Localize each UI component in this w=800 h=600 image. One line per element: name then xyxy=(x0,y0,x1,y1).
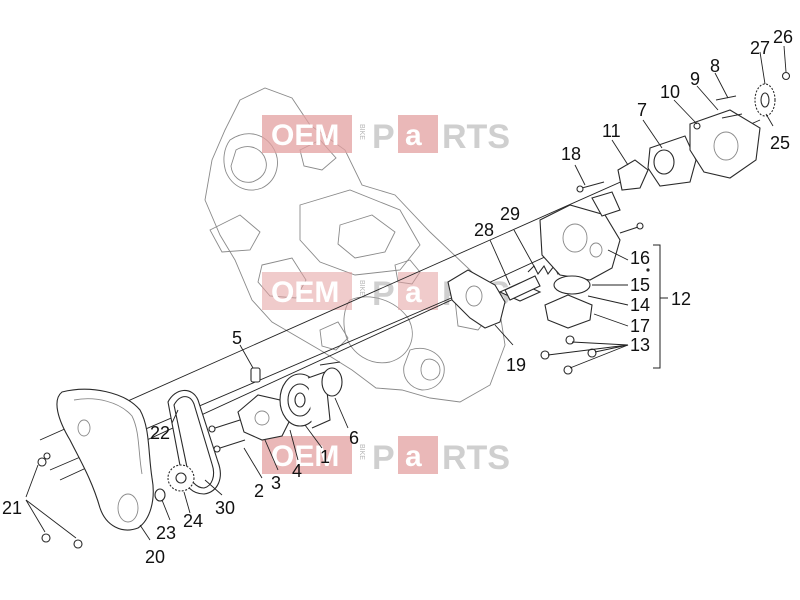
callout-11: 11 xyxy=(602,121,621,141)
chain-cover-part xyxy=(56,388,154,531)
callout-30: 30 xyxy=(215,498,235,518)
tube-part xyxy=(498,275,542,302)
watermark-p-text: P xyxy=(372,275,395,313)
callout-15: 15 xyxy=(630,275,650,295)
callout-2: 2 xyxy=(254,481,264,501)
callout-29: 29 xyxy=(500,204,520,224)
callout-17: 17 xyxy=(630,316,650,336)
housing-bolts-part xyxy=(576,181,644,234)
drive-sprocket-part xyxy=(167,464,195,492)
watermark-a-text: a xyxy=(405,440,422,473)
leader-lines xyxy=(25,45,787,541)
callout-16: 16 xyxy=(630,248,650,268)
callout-19: 19 xyxy=(506,355,526,375)
watermark-oem-text: OEM xyxy=(271,440,339,473)
oil-pump-part xyxy=(279,371,331,429)
washer-part xyxy=(154,488,166,502)
callout-23: 23 xyxy=(156,523,176,543)
watermark-rts-text: RTS xyxy=(442,439,510,477)
watermark-top: OEM BIKE P a RTS xyxy=(262,115,510,156)
bolts-part xyxy=(208,419,246,453)
housing-gasket-part xyxy=(544,294,593,329)
callout-21: 21 xyxy=(2,498,22,518)
callout-3: 3 xyxy=(271,473,281,493)
callout-4: 4 xyxy=(292,461,302,481)
watermark-bike-text: BIKE xyxy=(358,280,365,296)
callout-22: 22 xyxy=(150,423,170,443)
pin-part xyxy=(250,367,261,383)
gasket-part xyxy=(447,269,506,329)
watermark-middle: OEM BIKE P a RTS xyxy=(262,272,510,313)
callout-20: 20 xyxy=(145,547,165,567)
rear-cover-part xyxy=(689,109,761,179)
cover-bolts-part xyxy=(715,95,743,119)
gear-nut-part xyxy=(781,71,791,81)
watermark-p-text: P xyxy=(372,118,395,156)
callout-24: 24 xyxy=(183,511,203,531)
callout-14: 14 xyxy=(630,295,650,315)
callout-18: 18 xyxy=(561,144,581,164)
watermark-a-text: a xyxy=(405,276,422,309)
callout-26: 26 xyxy=(773,27,793,47)
watermark-oem-text: OEM xyxy=(271,119,339,152)
group-12-bracket xyxy=(646,244,668,369)
watermark-p-text: P xyxy=(372,439,395,477)
pump-body-part xyxy=(647,135,697,187)
pump-plate-part xyxy=(237,394,291,441)
callout-9: 9 xyxy=(690,69,700,89)
watermark-bike-text: BIKE xyxy=(358,444,365,460)
pump-cover-plate-part xyxy=(617,159,649,191)
callout-7: 7 xyxy=(637,100,647,120)
callout-8: 8 xyxy=(710,56,720,76)
callout-28: 28 xyxy=(474,220,494,240)
callout-labels: 1 2 3 4 5 6 7 8 9 10 11 12 13 14 15 16 1… xyxy=(2,27,793,567)
callout-6: 6 xyxy=(349,428,359,448)
watermark-bike-text: BIKE xyxy=(358,124,365,140)
callout-5: 5 xyxy=(232,328,242,348)
driven-gear-part xyxy=(754,83,776,117)
callout-25: 25 xyxy=(770,133,790,153)
callout-27: 27 xyxy=(750,38,770,58)
callout-1: 1 xyxy=(320,447,330,467)
watermark-oem-text: OEM xyxy=(271,276,339,309)
callout-13: 13 xyxy=(630,335,650,355)
callout-10: 10 xyxy=(660,82,680,102)
cover-screws-part xyxy=(37,452,83,549)
pump-rotor-part xyxy=(319,361,343,397)
o-ring-part xyxy=(553,275,591,295)
watermark-rts-text: RTS xyxy=(442,118,510,156)
watermark-a-text: a xyxy=(405,119,422,152)
callout-12: 12 xyxy=(671,289,691,309)
pump-housing-part xyxy=(539,191,621,281)
